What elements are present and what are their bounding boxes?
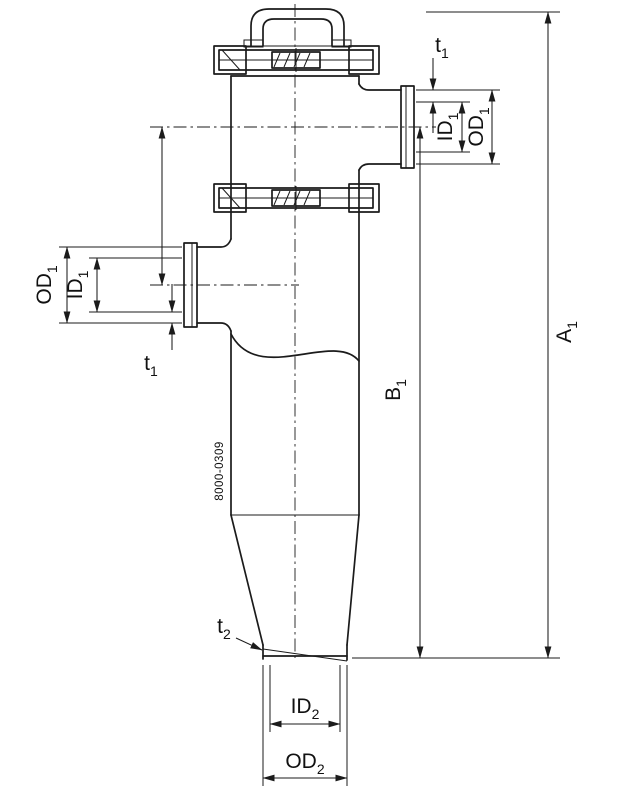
lifting-handle: [243, 8, 352, 48]
part-number: 8000-0309: [214, 441, 226, 501]
dim-od1-right: OD1: [465, 89, 496, 165]
internal-baffle-curve: [230, 333, 360, 362]
dim-left-port: OD1 ID1 t1: [33, 126, 182, 379]
dim-t2: t2: [217, 615, 263, 651]
dim-label-t1-top: t1: [435, 34, 449, 61]
dim-label-b1: B1: [382, 379, 409, 401]
vessel-shell: [230, 75, 360, 516]
dim-right-port: t1 ID1 OD1: [416, 34, 500, 165]
vessel-outline: 8000-0309: [183, 8, 415, 662]
bottom-cone: [230, 514, 360, 646]
dim-label-a1: A1: [553, 321, 580, 343]
bottom-outlet-tube: [262, 644, 348, 662]
dim-label-t2: t2: [217, 615, 231, 642]
dim-id1-right: ID1: [434, 101, 466, 153]
dim-t1-left: t1: [144, 284, 176, 379]
dim-label-t1-left: t1: [144, 352, 158, 379]
middle-clamp: [213, 183, 380, 213]
dim-a1: A1: [352, 11, 580, 659]
upper-side-port: [358, 83, 415, 171]
dim-od2: OD2: [262, 750, 348, 782]
dim-bottom-outlet: t2 ID2 OD2: [217, 615, 348, 786]
dim-id2: ID2: [269, 695, 341, 728]
dim-b1: B1: [382, 126, 424, 659]
dim-label-id2: ID2: [291, 695, 320, 722]
top-clamp: [213, 45, 380, 75]
dim-label-od1-left: OD1: [33, 265, 60, 305]
dim-label-id1-left: ID1: [64, 270, 91, 299]
centerlines: [150, 4, 436, 662]
dim-od1-left: OD1: [33, 246, 71, 324]
dim-t1-top: t1: [429, 34, 449, 133]
dim-label-id1-right: ID1: [434, 112, 461, 141]
dim-id1-left: ID1: [64, 257, 101, 313]
dim-label-od2: OD2: [285, 750, 325, 777]
lower-side-port: [183, 238, 232, 332]
dim-label-od1-right: OD1: [465, 107, 492, 147]
